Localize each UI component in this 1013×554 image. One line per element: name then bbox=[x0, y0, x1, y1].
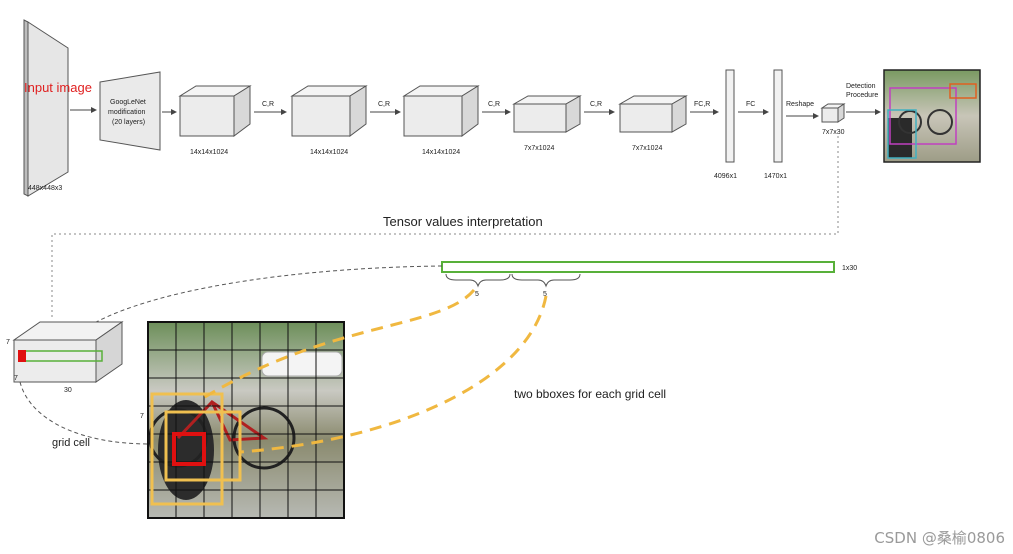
fc-layer-1-size: 4096x1 bbox=[714, 173, 737, 180]
grid-cell-label: grid cell bbox=[52, 437, 90, 449]
detection-label-line2: Procedure bbox=[846, 92, 878, 99]
output-tensor-cube: 7x7x30 bbox=[820, 103, 846, 136]
arrow-label-7: Reshape bbox=[786, 101, 814, 108]
tensor-title: Tensor values interpretation bbox=[383, 214, 543, 229]
input-size-label: 448x448x3 bbox=[28, 185, 62, 192]
bbox-caption: two bboxes for each grid cell bbox=[514, 387, 666, 401]
conv-block-4-size: 7x7x1024 bbox=[524, 145, 554, 152]
conv-block-5: 7x7x1024 bbox=[618, 95, 688, 152]
conv-block-1-size: 14x14x1024 bbox=[190, 149, 228, 156]
grid-side-label: 7 bbox=[140, 413, 144, 420]
detection-result-image bbox=[883, 69, 981, 163]
googlenet-label-line1: GoogLeNet bbox=[110, 99, 146, 106]
input-image-layer: Input image 448x448x3 bbox=[23, 19, 92, 197]
tensor-cube: 7 7 30 bbox=[6, 321, 124, 394]
cube-width-label: 30 bbox=[64, 387, 72, 394]
cube-depth-label: 7 bbox=[14, 375, 18, 382]
conv-block-1: 14x14x1024 bbox=[178, 85, 252, 156]
detection-label-line1: Detection bbox=[846, 83, 876, 90]
brace-label-2: 5 bbox=[543, 291, 547, 298]
arrow-label-3: C,R bbox=[488, 101, 500, 108]
conv-block-3: 14x14x1024 bbox=[402, 85, 480, 156]
arrow-label-1: C,R bbox=[262, 101, 274, 108]
grid-lines bbox=[148, 322, 344, 518]
grid-photo: 7 bbox=[140, 321, 345, 519]
conv-block-2: 14x14x1024 bbox=[290, 85, 368, 156]
conv-block-4: 7x7x1024 bbox=[512, 95, 582, 152]
cube-height-label: 7 bbox=[6, 339, 10, 346]
conv-block-5-size: 7x7x1024 bbox=[632, 145, 662, 152]
conv-block-2-size: 14x14x1024 bbox=[310, 149, 348, 156]
fc-layer-2-size: 1470x1 bbox=[764, 173, 787, 180]
conv-block-3-size: 14x14x1024 bbox=[422, 149, 460, 156]
googlenet-block: GoogLeNet modification (20 layers) bbox=[99, 71, 161, 151]
googlenet-label-line2: modification bbox=[108, 109, 145, 116]
googlenet-label-line3: (20 layers) bbox=[112, 119, 145, 126]
vector-size-label: 1x30 bbox=[842, 265, 857, 272]
arrow-label-2: C,R bbox=[378, 101, 390, 108]
arrow-label-4: C,R bbox=[590, 101, 602, 108]
input-label: Input image bbox=[24, 80, 92, 95]
watermark: CSDN @桑榆0806 bbox=[874, 529, 1005, 547]
brace-label-1: 5 bbox=[475, 291, 479, 298]
output-size-label: 7x7x30 bbox=[822, 129, 845, 136]
tensor-vector: 1x30 5 5 bbox=[441, 261, 857, 298]
arrow-label-5: FC,R bbox=[694, 101, 710, 108]
arrow-label-6: FC bbox=[746, 101, 755, 108]
fc-layer-1: 4096x1 bbox=[714, 69, 737, 180]
fc-layer-2: 1470x1 bbox=[764, 69, 787, 180]
